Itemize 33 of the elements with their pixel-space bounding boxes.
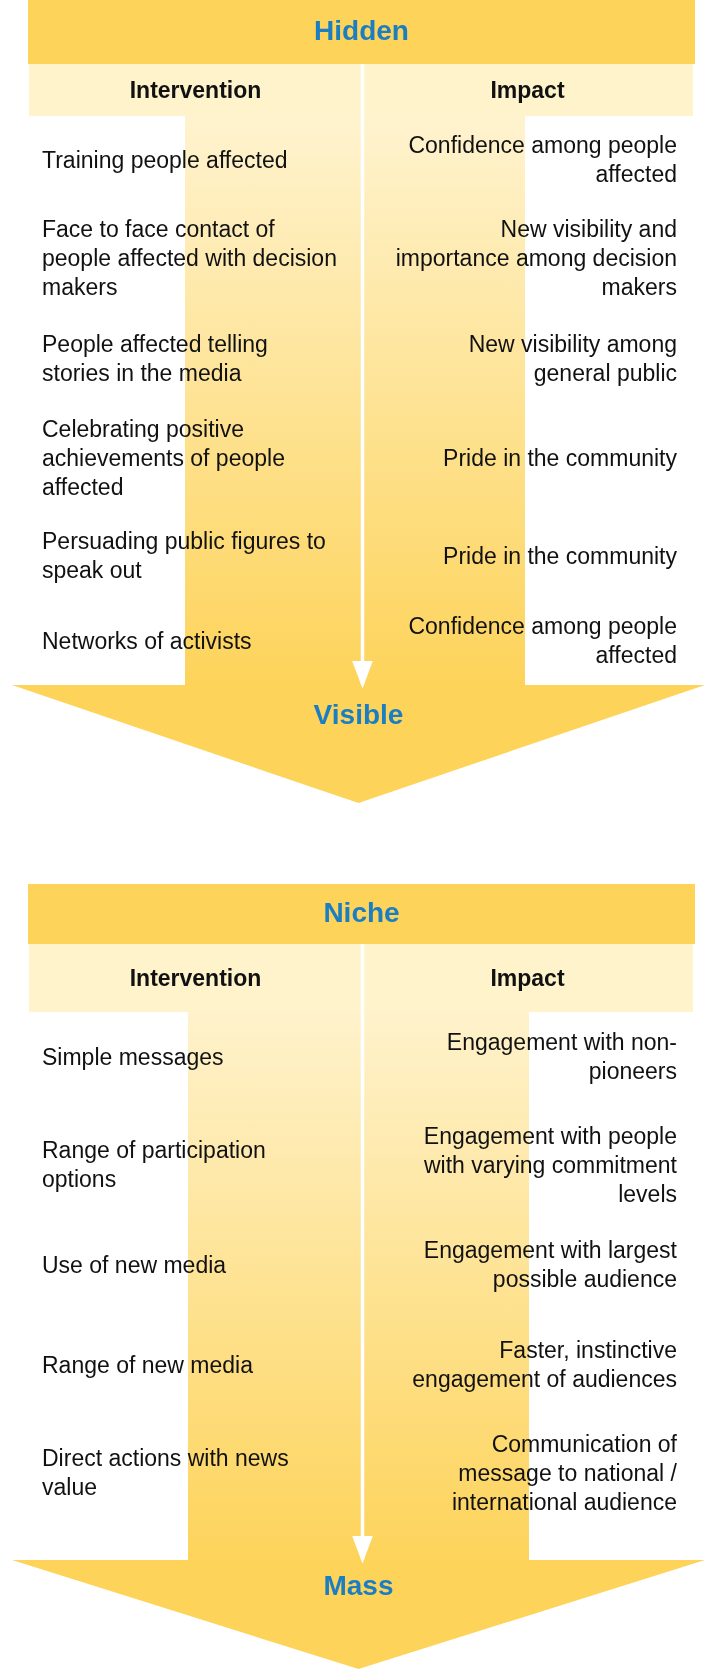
arrow-head (12, 685, 705, 803)
stage-title: Niche (322, 897, 401, 929)
impact-text: Faster, instinctive engagement of audiences (411, 1336, 677, 1394)
column-header: Impact (489, 75, 566, 105)
stage-title: Mass (322, 1570, 395, 1602)
column-header: Intervention (128, 963, 263, 993)
intervention-text: People affected telling stories in the media (42, 330, 269, 388)
arrow (352, 944, 373, 1564)
header-band (28, 0, 695, 64)
intervention-text: Simple messages (42, 1042, 225, 1072)
intervention-text: Range of participation options (42, 1136, 267, 1194)
intervention-text: Face to face contact of people affected with decision makers (42, 214, 338, 302)
impact-text: Confidence among people affected (407, 131, 677, 189)
header-band (28, 884, 695, 944)
impact-text: Confidence among people affected (407, 612, 677, 670)
stage-title: Visible (312, 699, 405, 731)
impact-text: Engagement with non-pioneers (445, 1028, 677, 1086)
impact-text: New visibility among general public (467, 330, 677, 388)
arrow-head (12, 1560, 705, 1669)
impact-text: Pride in the community (442, 443, 677, 473)
intervention-text: Range of new media (42, 1350, 254, 1380)
intervention-text: Training people affected (42, 145, 289, 175)
impact-text: Engagement with largest possible audience (422, 1236, 677, 1294)
stage-title: Hidden (313, 15, 410, 47)
arrow (352, 64, 373, 689)
intervention-text: Celebrating positive achievements of people affected (42, 414, 286, 502)
intervention-text: Direct actions with news value (42, 1444, 290, 1502)
intervention-text: Use of new media (42, 1250, 228, 1280)
column-header: Intervention (128, 75, 263, 105)
column-header: Impact (489, 963, 566, 993)
impact-text: Pride in the community (442, 541, 677, 571)
impact-text: New visibility and importance among decision makers (394, 214, 677, 302)
impact-text: Engagement with people with varying commitment levels (422, 1121, 677, 1209)
